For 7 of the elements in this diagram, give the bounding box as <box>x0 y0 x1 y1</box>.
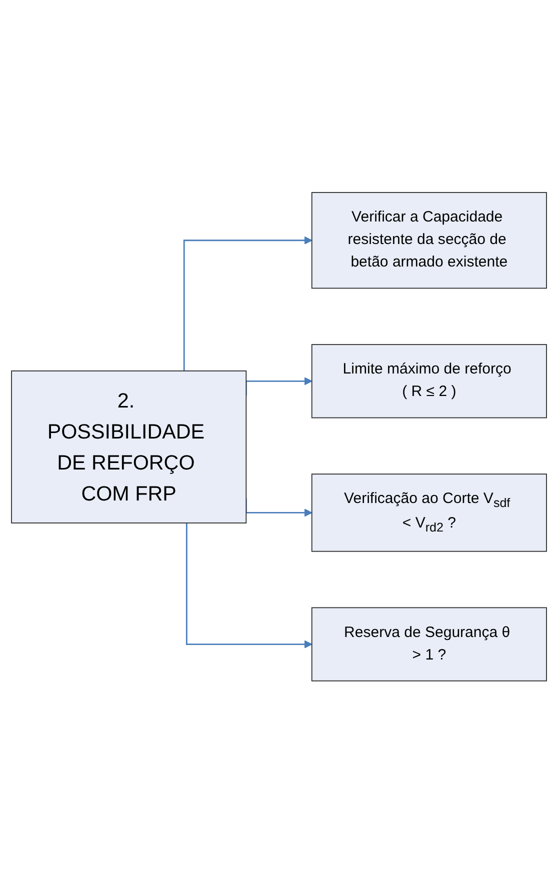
node-box: Verificação ao Corte V$_{sdf}$ < V$_{rd2}$ ? <box>311 474 547 552</box>
node-box: Limite máximo de reforço ( R ≤ 2 ) <box>311 344 547 419</box>
arrow <box>183 236 312 372</box>
node-box: Verificar a Capacidade resistente da secção de betão armado existente <box>311 192 547 290</box>
node-box: 2. POSSIBILIDADE DE REFORÇO COM FRP <box>11 370 247 524</box>
arrow <box>186 523 312 649</box>
node-box: Reserva de Segurança θ > 1 ? <box>311 608 547 682</box>
